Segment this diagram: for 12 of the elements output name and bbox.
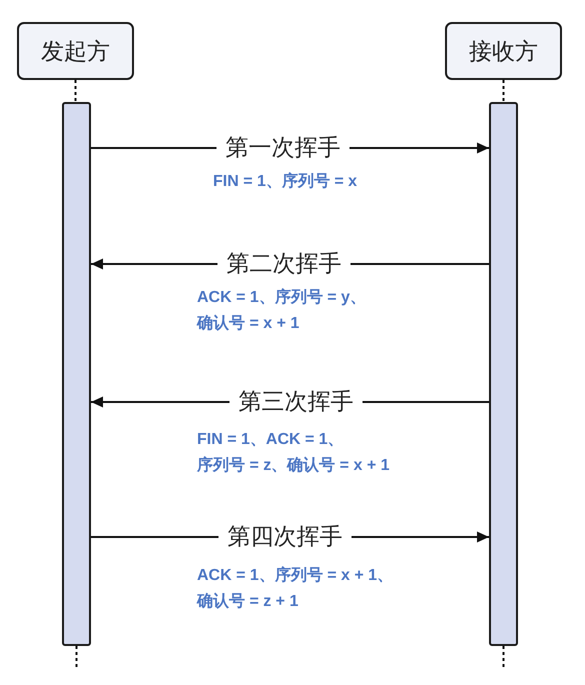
lifeline (74, 80, 76, 102)
message-note: ACK = 1、序列号 = x + 1、确认号 = z + 1 (197, 565, 394, 612)
message-note: ACK = 1、序列号 = y、确认号 = x + 1 (197, 287, 367, 334)
activation-bar (489, 102, 518, 646)
lifeline (76, 646, 78, 670)
message-note: FIN = 1、ACK = 1、序列号 = z、确认号 = x + 1 (197, 430, 390, 476)
lifeline (502, 646, 504, 670)
activation-bar (62, 102, 91, 646)
participant-box: 接收方 (445, 22, 562, 80)
lifeline (502, 80, 504, 102)
participant-box: 发起方 (17, 22, 134, 80)
message-note: FIN = 1、序列号 = x (213, 171, 358, 192)
